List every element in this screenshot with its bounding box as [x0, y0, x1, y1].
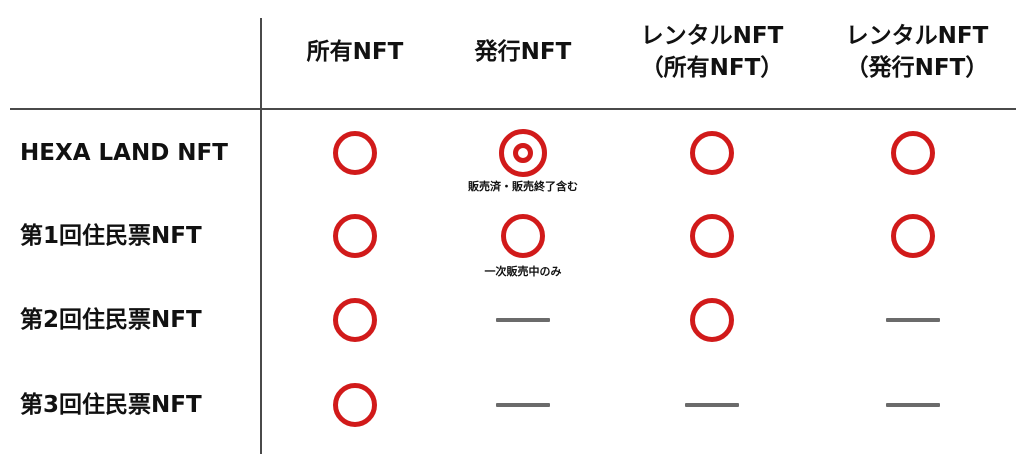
row-header-resident-2: 第2回住民票NFT: [20, 307, 202, 333]
col-header-line: レンタルNFT: [640, 23, 784, 49]
row-header-resident-3: 第3回住民票NFT: [20, 392, 202, 418]
cell-note: 販売済・販売終了含む: [468, 180, 578, 193]
dash-mark: [496, 403, 550, 407]
col-header-subline: （所有NFT）: [640, 55, 784, 81]
col-header-issued: 発行NFT: [423, 36, 623, 68]
col-header-owned: 所有NFT: [255, 36, 455, 68]
row-header-hexa-land: HEXA LAND NFT: [20, 140, 228, 166]
circle-mark: [690, 131, 734, 175]
vertical-divider: [260, 18, 262, 454]
circle-mark: [690, 298, 734, 342]
row-header-resident-1: 第1回住民票NFT: [20, 223, 202, 249]
double-circle-mark: [499, 129, 547, 177]
col-header-rental-issued: レンタルNFT （発行NFT）: [817, 20, 1017, 84]
circle-mark: [891, 214, 935, 258]
circle-mark: [501, 214, 545, 258]
col-header-line: 発行NFT: [474, 39, 572, 65]
matrix-cells: 販売済・販売終了含む一次販売中のみ: [0, 0, 1024, 427]
circle-mark: [333, 383, 377, 427]
circle-mark: [333, 298, 377, 342]
cell-note: 一次販売中のみ: [484, 265, 562, 278]
circle-mark: [891, 131, 935, 175]
col-header-line: レンタルNFT: [845, 23, 989, 49]
circle-mark: [333, 214, 377, 258]
circle-mark: [333, 131, 377, 175]
col-header-line: 所有NFT: [306, 39, 404, 65]
horizontal-divider: [10, 108, 1016, 110]
dash-mark: [685, 403, 739, 407]
circle-mark: [690, 214, 734, 258]
col-header-subline: （発行NFT）: [845, 55, 989, 81]
dash-mark: [886, 403, 940, 407]
dash-mark: [886, 318, 940, 322]
col-header-rental-owned: レンタルNFT （所有NFT）: [612, 20, 812, 84]
dash-mark: [496, 318, 550, 322]
